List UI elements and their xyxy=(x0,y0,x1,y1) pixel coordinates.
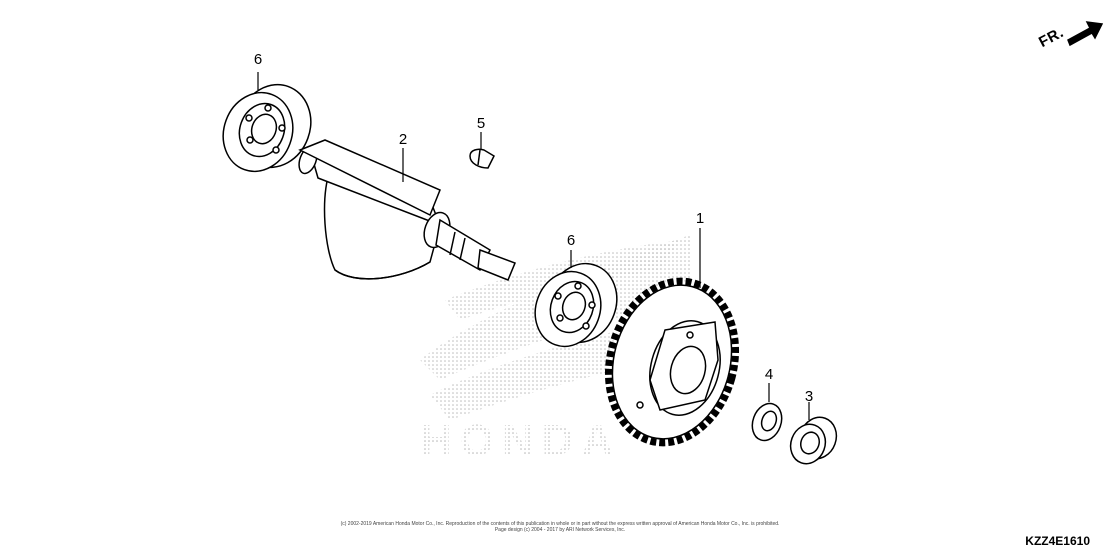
copyright-line-1: (c) 2002-2019 American Honda Motor Co., … xyxy=(340,521,780,527)
balancer-shaft[interactable] xyxy=(296,139,516,281)
bearing-right[interactable] xyxy=(525,254,628,356)
callout-6-right-bearing: 6 xyxy=(566,232,576,249)
copyright-notice: (c) 2002-2019 American Honda Motor Co., … xyxy=(341,521,780,533)
callout-6-left-bearing: 6 xyxy=(253,51,263,68)
balancer-gear[interactable] xyxy=(591,267,753,458)
honda-watermark-text: HONDA xyxy=(420,416,621,465)
callout-5-key: 5 xyxy=(476,115,486,132)
callout-2-balancer-shaft: 2 xyxy=(398,131,408,148)
leader-lines xyxy=(257,72,810,420)
callout-1-balancer-gear: 1 xyxy=(695,210,705,227)
copyright-line-2: Page design (c) 2004 - 2017 by ARI Netwo… xyxy=(494,527,626,533)
front-direction-arrow-icon xyxy=(1067,21,1104,47)
nut[interactable] xyxy=(785,412,842,468)
bearing-left[interactable] xyxy=(212,74,322,181)
diagram-code: KZZ4E1610 xyxy=(1025,534,1090,548)
callout-3-nut: 3 xyxy=(804,388,814,405)
washer[interactable] xyxy=(747,399,786,444)
key[interactable] xyxy=(469,148,495,169)
callout-4-washer: 4 xyxy=(764,366,774,383)
